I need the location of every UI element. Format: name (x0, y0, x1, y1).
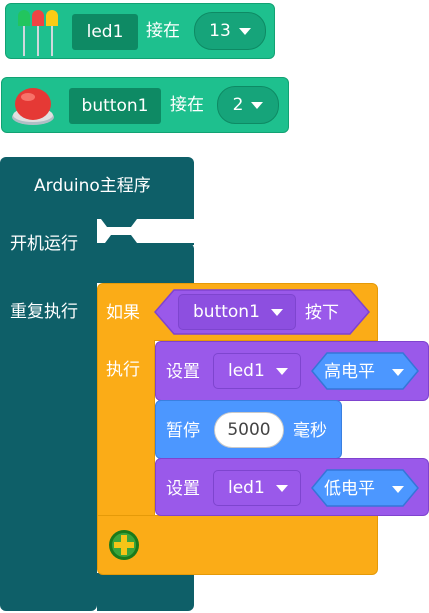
if-label: 如果 (106, 303, 140, 323)
chevron-down-icon (392, 486, 404, 493)
chevron-down-icon (392, 369, 404, 376)
push-button-icon (12, 88, 54, 125)
button-connect-label: 接在 (170, 95, 204, 115)
delay-block[interactable]: 暂停 5000 毫秒 (155, 400, 342, 459)
program-header[interactable]: Arduino主程序 (0, 157, 194, 215)
plus-icon[interactable] (108, 529, 140, 561)
program-footer (97, 573, 194, 611)
button-pin-dropdown[interactable]: 2 (217, 86, 279, 124)
button-setup-block[interactable]: button1 接在 2 (1, 77, 289, 133)
delay-unit: 毫秒 (293, 421, 327, 441)
led-name-text: led1 (86, 22, 124, 42)
set-led-low-block[interactable]: 设置 led1 低电平 (155, 458, 429, 516)
led-connect-label: 接在 (146, 21, 180, 41)
device-value-1: led1 (228, 361, 265, 381)
setup-notch (97, 213, 194, 245)
led-icon (18, 10, 58, 56)
condition-state-label: 按下 (305, 303, 339, 323)
delay-label: 暂停 (166, 421, 200, 441)
level-value-1: 高电平 (324, 362, 375, 382)
device-dropdown-3[interactable]: led1 (213, 470, 301, 506)
button-name-field[interactable]: button1 (69, 88, 161, 124)
button-name-text: button1 (81, 96, 149, 116)
setup-label: 开机运行 (10, 234, 78, 254)
program-title: Arduino主程序 (34, 176, 151, 196)
chevron-down-icon (276, 484, 288, 492)
chevron-down-icon (238, 27, 251, 35)
condition-device-value: button1 (193, 302, 260, 322)
level-hexagon-1[interactable] (311, 352, 419, 390)
program-left-column (0, 213, 97, 611)
set-led-high-block[interactable]: 设置 led1 高电平 (155, 341, 429, 401)
led-setup-block[interactable]: led1 接在 13 (5, 3, 275, 59)
condition-device-dropdown[interactable]: button1 (178, 294, 296, 330)
device-dropdown-1[interactable]: led1 (213, 353, 301, 389)
chevron-down-icon (271, 308, 283, 316)
set-label: 设置 (166, 479, 200, 499)
setup-row (97, 243, 194, 283)
set-label: 设置 (166, 362, 200, 382)
loop-label: 重复执行 (10, 302, 78, 322)
level-hexagon-3[interactable] (311, 469, 419, 507)
led-pin-value: 13 (209, 21, 231, 41)
delay-value: 5000 (227, 420, 271, 440)
level-value-3: 低电平 (324, 479, 375, 499)
chevron-down-icon (251, 101, 264, 109)
if-block-side (97, 340, 155, 516)
device-value-3: led1 (228, 478, 265, 498)
led-name-field[interactable]: led1 (72, 14, 138, 50)
button-pin-value: 2 (232, 95, 244, 115)
chevron-down-icon (276, 367, 288, 375)
then-label: 执行 (106, 360, 140, 380)
led-pin-dropdown[interactable]: 13 (194, 12, 266, 50)
delay-value-input[interactable]: 5000 (214, 412, 284, 448)
